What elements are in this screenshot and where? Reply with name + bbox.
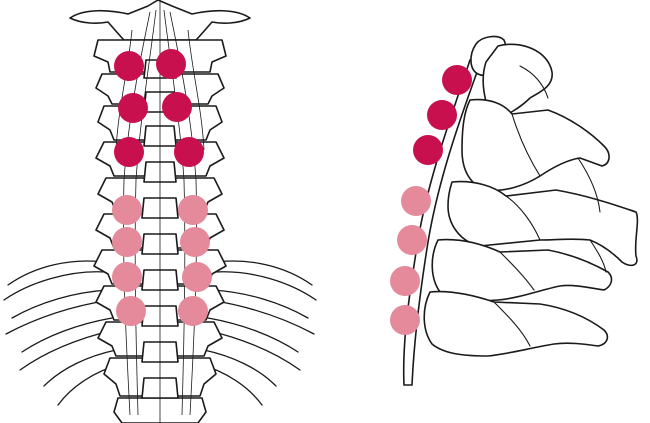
marker-lower bbox=[390, 266, 420, 296]
posterior-lower-markers bbox=[112, 195, 212, 326]
marker-lower bbox=[182, 262, 212, 292]
posterior-upper-markers bbox=[114, 49, 204, 167]
lateral-vertebrae bbox=[423, 98, 639, 357]
marker-upper bbox=[442, 65, 472, 95]
marker-lower bbox=[390, 305, 420, 335]
marker-lower bbox=[112, 195, 142, 225]
marker-lower bbox=[401, 186, 431, 216]
marker-upper bbox=[118, 93, 148, 123]
lateral-lower-markers bbox=[390, 186, 431, 335]
marker-lower bbox=[178, 195, 208, 225]
marker-upper bbox=[174, 137, 204, 167]
marker-upper bbox=[156, 49, 186, 79]
marker-lower bbox=[397, 225, 427, 255]
marker-upper bbox=[114, 137, 144, 167]
marker-upper bbox=[114, 51, 144, 81]
marker-upper bbox=[162, 92, 192, 122]
marker-lower bbox=[116, 296, 146, 326]
longitudinal-band bbox=[402, 59, 481, 386]
marker-upper bbox=[427, 100, 457, 130]
posterior-view bbox=[3, 0, 317, 423]
lateral-upper-markers bbox=[413, 65, 472, 165]
marker-lower bbox=[180, 227, 210, 257]
marker-lower bbox=[112, 227, 142, 257]
marker-lower bbox=[178, 296, 208, 326]
lateral-view bbox=[390, 35, 639, 386]
marker-upper bbox=[413, 135, 443, 165]
marker-lower bbox=[112, 262, 142, 292]
lateral-details bbox=[493, 65, 607, 347]
